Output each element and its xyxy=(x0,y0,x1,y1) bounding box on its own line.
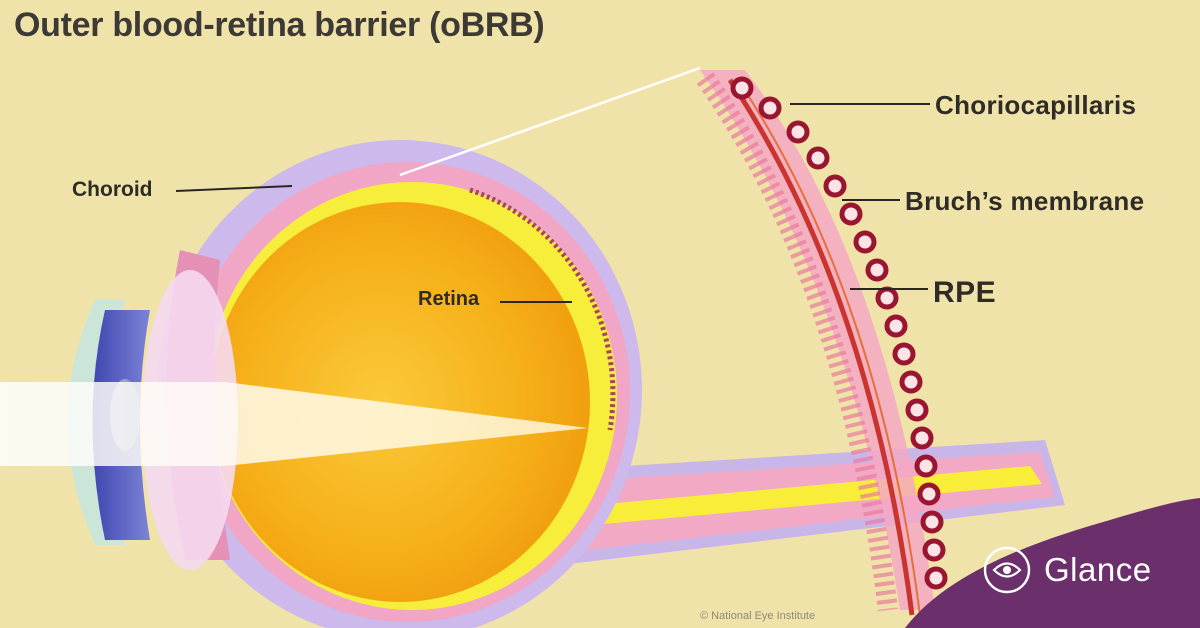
image-credit: © National Eye Institute xyxy=(700,610,815,622)
glance-eye-logo-icon xyxy=(982,545,1032,595)
label-rpe: RPE xyxy=(933,276,996,310)
label-choroid: Choroid xyxy=(72,178,152,202)
label-choriocapillaris: Choriocapillaris xyxy=(935,90,1136,121)
label-bruchs-membrane: Bruch’s membrane xyxy=(905,186,1144,217)
zoom-line xyxy=(400,68,700,175)
brand-logo[interactable]: Glance xyxy=(982,540,1182,600)
label-retina: Retina xyxy=(418,288,479,311)
brand-name: Glance xyxy=(1044,551,1152,589)
